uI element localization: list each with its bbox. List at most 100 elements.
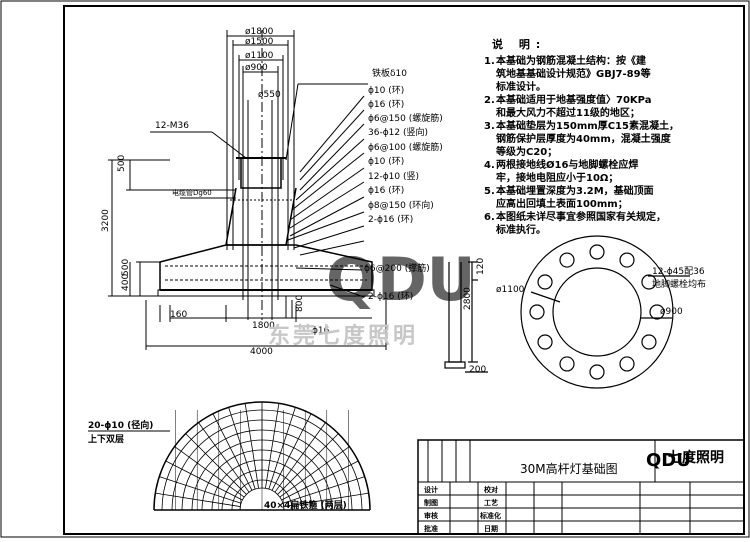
logo-icon: QDU	[646, 450, 691, 471]
bolt-hole	[649, 304, 665, 320]
row-review: 审核	[424, 511, 438, 520]
half-plan-radial	[281, 460, 359, 501]
bolt-label: 12-M36	[155, 121, 189, 131]
notes-title: 说 明:	[492, 38, 547, 51]
rebar-label-6: ϕ10 (环)	[368, 156, 404, 167]
note-line: 钢筋保护层厚度为40mm，混凝土强度	[484, 133, 744, 146]
plan-labels: ø1100 ø900 12-ϕ45配36 地脚螺栓均布	[496, 266, 706, 317]
drawing-title: 30M高杆灯基础图	[520, 462, 618, 476]
row-process: 工艺	[484, 498, 498, 507]
dim-2800: 2800	[463, 287, 473, 310]
dim-d1800: ø1800	[245, 27, 274, 37]
watermark-text: 东莞七度照明	[268, 324, 419, 349]
half-plan-radial	[212, 413, 253, 491]
rebar-label-10: 2-ϕ16 (环)	[368, 214, 413, 225]
half-plan-radial	[174, 446, 245, 498]
rebar-label-8: ϕ16 (环)	[368, 185, 404, 196]
pipe-label: 电缆管Dg60	[172, 188, 212, 197]
note-text: 本基础适用于地基强度值〉70KPa	[496, 95, 652, 106]
notes-list: 1.本基础为钢筋混凝土结构：按《建筑地基基础设计规范》GBJ7-89等标准设计。…	[484, 55, 744, 237]
rebar-label-7: 12-ϕ10 (竖)	[368, 171, 419, 182]
rebar-label-1: ϕ10 (环)	[368, 85, 404, 96]
dim-d900: ø900	[245, 63, 268, 73]
half-plate-label: 40×4扁铁箍 (两层)	[264, 499, 347, 511]
note-line: 应高出回填土表面100mm；	[484, 198, 744, 211]
dim-1800: 1800	[252, 321, 275, 331]
note-line: 3.本基础垫层为150mm厚C15素混凝土，	[484, 120, 744, 133]
bolt-holes	[529, 244, 665, 380]
note-text: 两根接地线Ø16与地脚螺栓应焊	[496, 160, 639, 171]
bolt-hole	[641, 274, 657, 290]
note-line: 2.本基础适用于地基强度值〉70KPa	[484, 94, 744, 107]
half-plan-labels: 20-ϕ10 (径向) 上下双层 40×4扁铁箍 (两层)	[88, 419, 347, 511]
title-block	[417, 439, 745, 535]
note-text: 牢，接地电阻应小于10Ω；	[496, 173, 619, 184]
half-plan	[153, 401, 371, 511]
side-view	[444, 261, 488, 373]
note-number: 2.	[484, 95, 495, 106]
section-view	[108, 30, 387, 350]
rebar-label-9: ϕ8@150 (环向)	[368, 199, 434, 211]
note-text: 本图纸未详尽事宜参照国家有关规定，	[496, 212, 666, 223]
plan-bolts2: 地脚螺栓均布	[652, 278, 706, 290]
bolt-hole	[619, 252, 635, 268]
note-line: 5.本基础埋置深度为3.2M，基础顶面	[484, 185, 744, 198]
half-plan-radial	[155, 492, 241, 507]
half-plan-radial	[268, 407, 296, 490]
row-draw: 制图	[424, 498, 438, 507]
half-plan-radial	[159, 476, 242, 504]
dim-3200: 3200	[101, 209, 111, 232]
note-text: 钢筋保护层厚度为40mm，混凝土强度	[496, 134, 671, 145]
dim-d1100: ø1100	[245, 51, 274, 61]
dim-400: 400	[121, 274, 131, 291]
half-plan-radial	[165, 460, 243, 501]
plan-bolts: 12-ϕ45配36	[652, 266, 705, 277]
note-line: 牢，接地电阻应小于10Ω；	[484, 172, 744, 185]
bolt-hole	[529, 304, 545, 320]
half-plan-radial	[282, 476, 365, 504]
half-plan-radial	[283, 492, 369, 507]
note-number: 6.	[484, 212, 495, 223]
dim-200: 200	[469, 365, 486, 375]
half-plan-radial	[265, 403, 280, 489]
half-plan-radial	[185, 433, 247, 495]
note-text: 和最大风力不超过11级的地区；	[496, 108, 640, 119]
rebar-label-5: ϕ6@100 (螺旋筋)	[368, 141, 443, 153]
note-line: 和最大风力不超过11级的地区；	[484, 107, 744, 120]
half-plan-radial	[228, 407, 256, 490]
note-text: 应高出回填土表面100mm；	[496, 199, 628, 210]
rebar-label-4: 36-ϕ12 (竖向)	[368, 126, 428, 138]
note-line: 标准设计。	[484, 81, 744, 94]
bolt-hole	[589, 244, 605, 260]
bolt-hole	[589, 364, 605, 380]
bolt-hole	[559, 252, 575, 268]
dim-d550: ø550	[258, 90, 281, 100]
row-date: 日期	[484, 524, 498, 533]
phi16-label: ϕ16	[312, 326, 330, 336]
bolt-hole	[537, 334, 553, 350]
row-design: 设计	[424, 485, 438, 494]
dim-160: 160	[170, 310, 187, 320]
dim-500b: 500	[121, 259, 131, 276]
row-approve: 批准	[424, 524, 438, 533]
logo-mark: QDU	[646, 450, 691, 471]
half-plan-radial	[271, 413, 312, 491]
watermark-logo: QDU	[326, 245, 476, 315]
dim-120: 120	[476, 258, 486, 275]
rebar-bottom-2: 2-ϕ16 (环)	[368, 291, 413, 302]
note-number: 3.	[484, 121, 495, 132]
bolt-hole	[537, 274, 553, 290]
note-text: 等级为C20；	[496, 147, 558, 158]
note-line: 标准执行。	[484, 224, 744, 237]
dim-500: 500	[117, 155, 127, 172]
dim-4000: 4000	[250, 347, 273, 357]
half-plan-radial	[279, 446, 350, 498]
rebar-label-3: ϕ6@150 (螺旋筋)	[368, 112, 443, 124]
title-rows: 设计 制图 审核 批准 校对 工艺 标准化 日期	[424, 485, 501, 533]
plan-view	[520, 235, 690, 389]
inner-border	[63, 5, 745, 535]
half-plan-radial	[244, 403, 259, 489]
notes-panel: 说 明: 1.本基础为钢筋混凝土结构：按《建筑地基基础设计规范》GBJ7-89等…	[484, 38, 744, 237]
half-rebar-label: 20-ϕ10 (径向)	[88, 419, 153, 431]
